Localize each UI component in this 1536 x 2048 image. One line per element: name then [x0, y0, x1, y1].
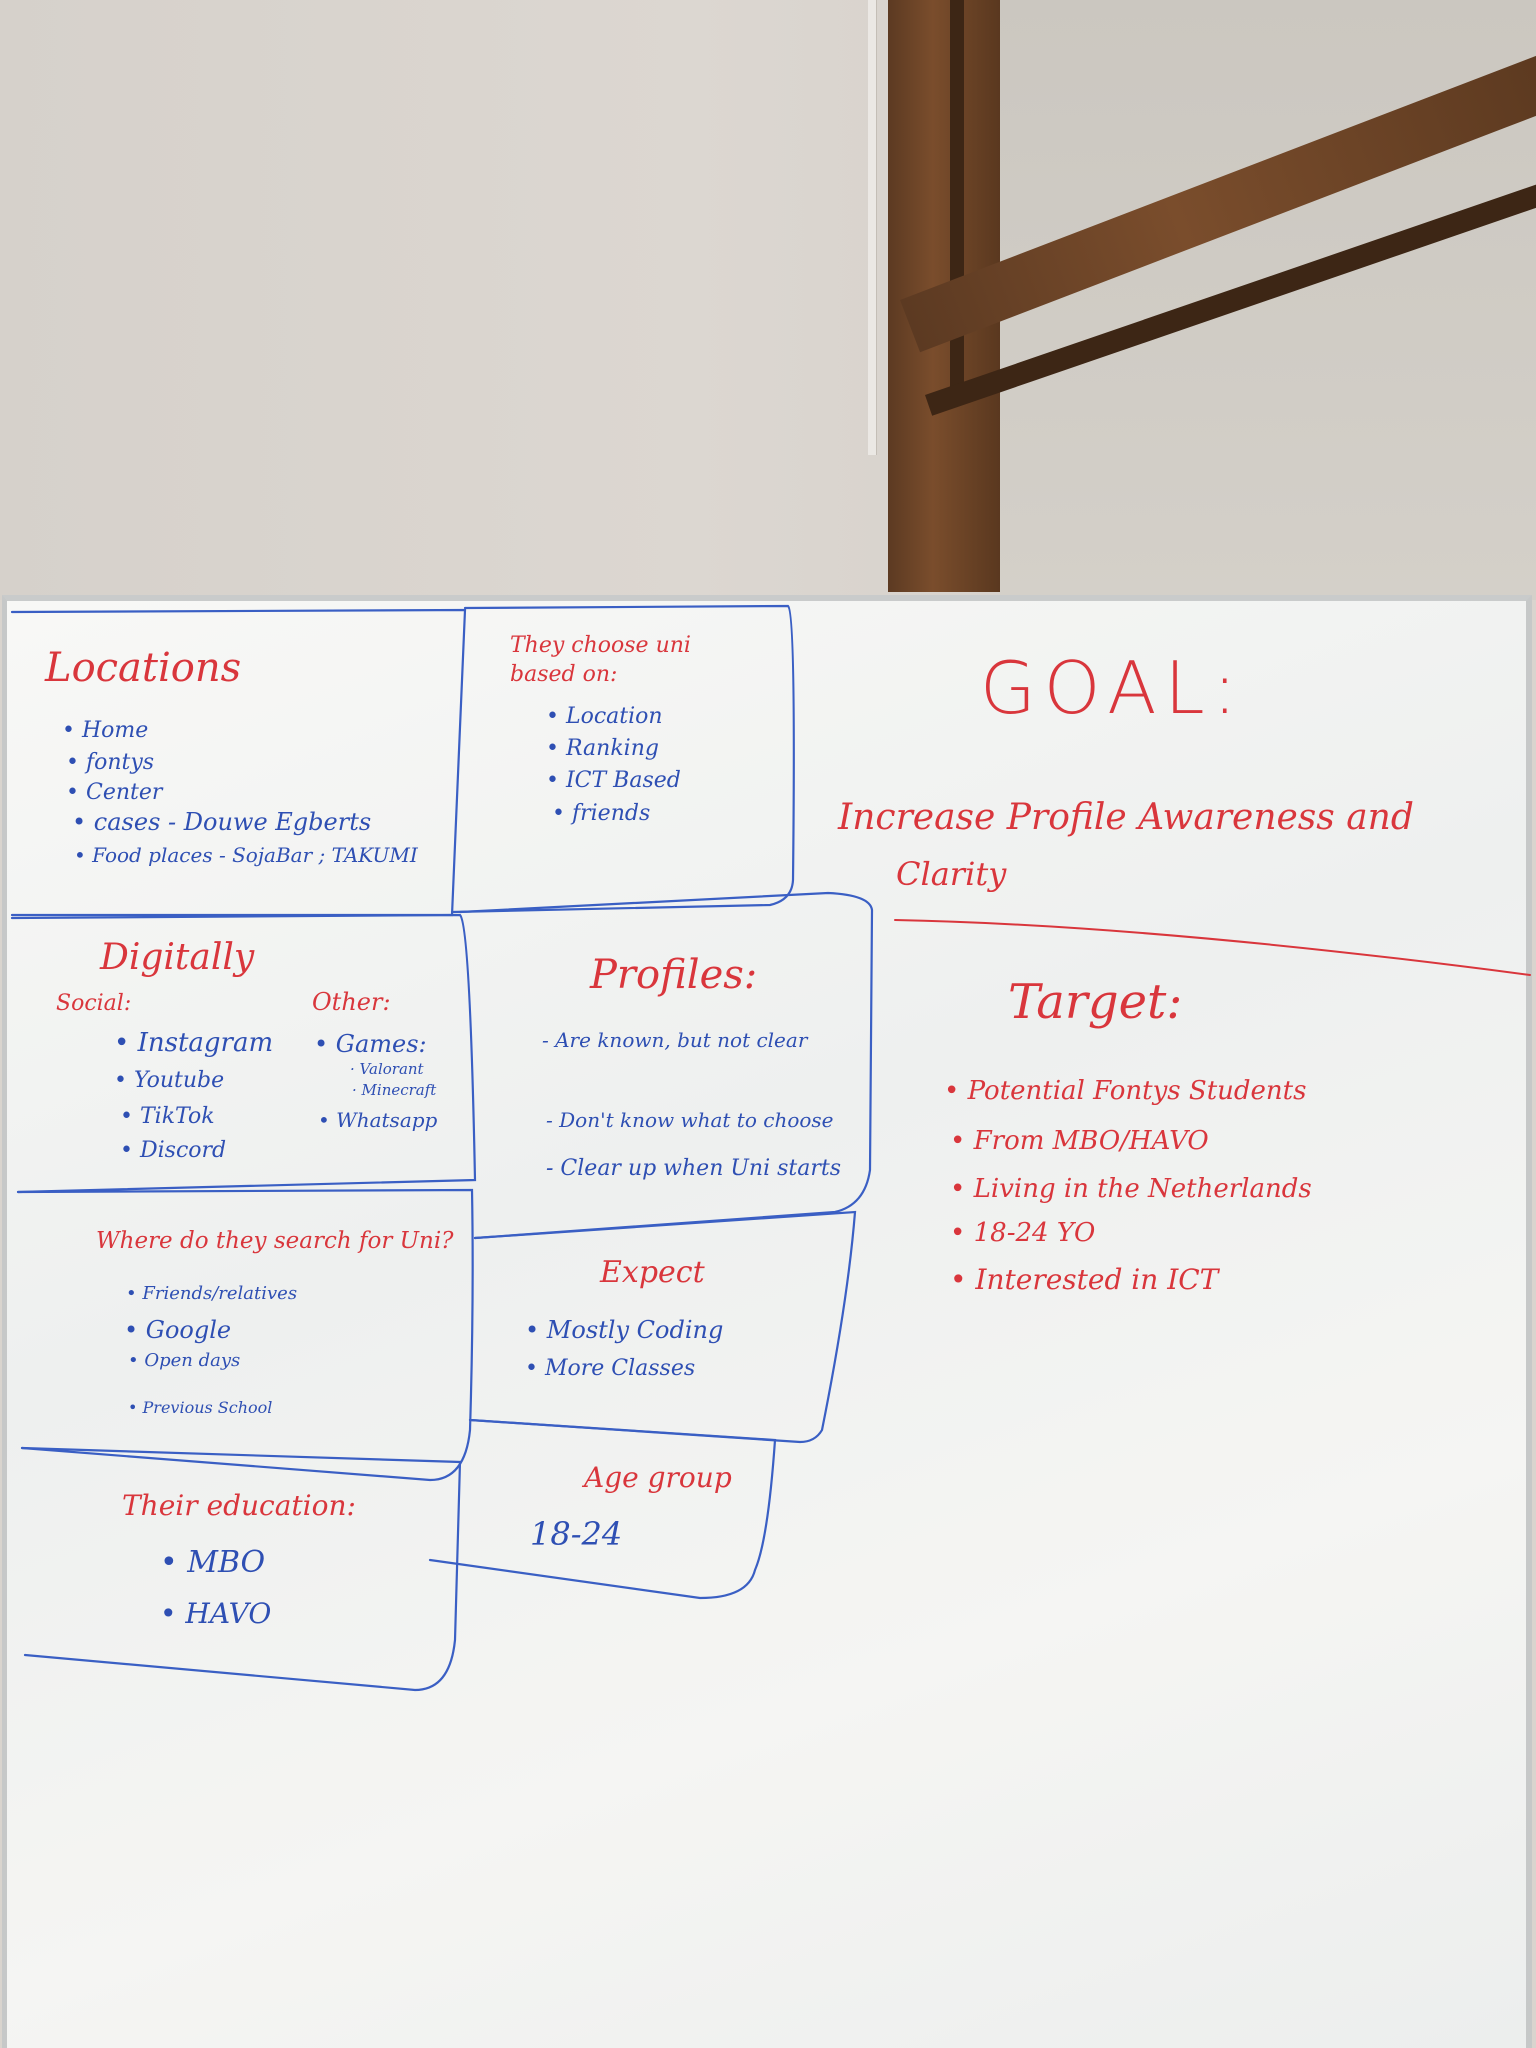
social-item-3: • TikTok: [120, 1104, 215, 1129]
target-title: Target:: [1008, 974, 1183, 1030]
other-item-2: · Valorant: [350, 1060, 424, 1078]
target-item-4: • 18-24 YO: [950, 1218, 1096, 1248]
choose-item-1: • Location: [546, 704, 663, 729]
goal-text-line2: Clarity: [896, 855, 1007, 893]
choose-title: They choose uni based on:: [510, 633, 691, 687]
social-item-2: • Youtube: [114, 1068, 225, 1093]
digitally-other-label: Other:: [312, 988, 391, 1016]
locations-item-4: • cases - Douwe Egberts: [72, 808, 372, 836]
profiles-item-2: - Don't know what to choose: [546, 1108, 834, 1132]
search-title: Where do they search for Uni?: [96, 1228, 454, 1254]
profiles-item-1: - Are known, but not clear: [542, 1028, 808, 1052]
digitally-social-label: Social:: [56, 991, 132, 1016]
education-title: Their education:: [122, 1489, 356, 1522]
search-item-4: • Previous School: [128, 1398, 273, 1417]
choose-item-3: • ICT Based: [546, 768, 681, 793]
goal-title: GOAL:: [980, 646, 1245, 730]
education-item-1: • MBO: [160, 1545, 266, 1580]
target-item-3: • Living in the Netherlands: [950, 1174, 1312, 1204]
digitally-title: Digitally: [100, 937, 255, 978]
locations-item-5: • Food places - SojaBar ; TAKUMI: [74, 843, 418, 867]
profiles-title: Profiles:: [590, 952, 758, 998]
social-item-4: • Discord: [120, 1138, 227, 1163]
door-frame-inner: [950, 0, 964, 400]
age-value: 18-24: [530, 1515, 623, 1553]
target-item-2: • From MBO/HAVO: [950, 1126, 1209, 1156]
choose-item-2: • Ranking: [546, 736, 659, 761]
locations-item-3: • Center: [66, 780, 163, 805]
locations-item-1: • Home: [62, 718, 149, 743]
locations-item-2: • fontys: [66, 750, 155, 775]
expect-item-1: • Mostly Coding: [525, 1316, 724, 1344]
age-title: Age group: [584, 1461, 732, 1494]
target-item-5: • Interested in ICT: [950, 1263, 1219, 1296]
search-item-1: • Friends/relatives: [126, 1283, 298, 1304]
other-item-3: · Minecraft: [352, 1081, 437, 1099]
expect-item-2: • More Classes: [525, 1356, 696, 1381]
choose-item-4: • friends: [552, 801, 651, 826]
social-item-1: • Instagram: [114, 1028, 274, 1058]
other-item-4: • Whatsapp: [318, 1108, 438, 1132]
goal-text-line1: Increase Profile Awareness and: [838, 797, 1414, 838]
profiles-item-3: - Clear up when Uni starts: [546, 1156, 842, 1181]
locations-title: Locations: [45, 645, 242, 691]
wall-corner-edge: [868, 0, 877, 455]
target-item-1: • Potential Fontys Students: [944, 1076, 1307, 1106]
expect-title: Expect: [600, 1255, 705, 1290]
education-item-2: • HAVO: [160, 1597, 272, 1630]
search-item-2: • Google: [124, 1316, 232, 1344]
search-item-3: • Open days: [128, 1350, 241, 1371]
other-item-1: • Games:: [314, 1030, 427, 1058]
